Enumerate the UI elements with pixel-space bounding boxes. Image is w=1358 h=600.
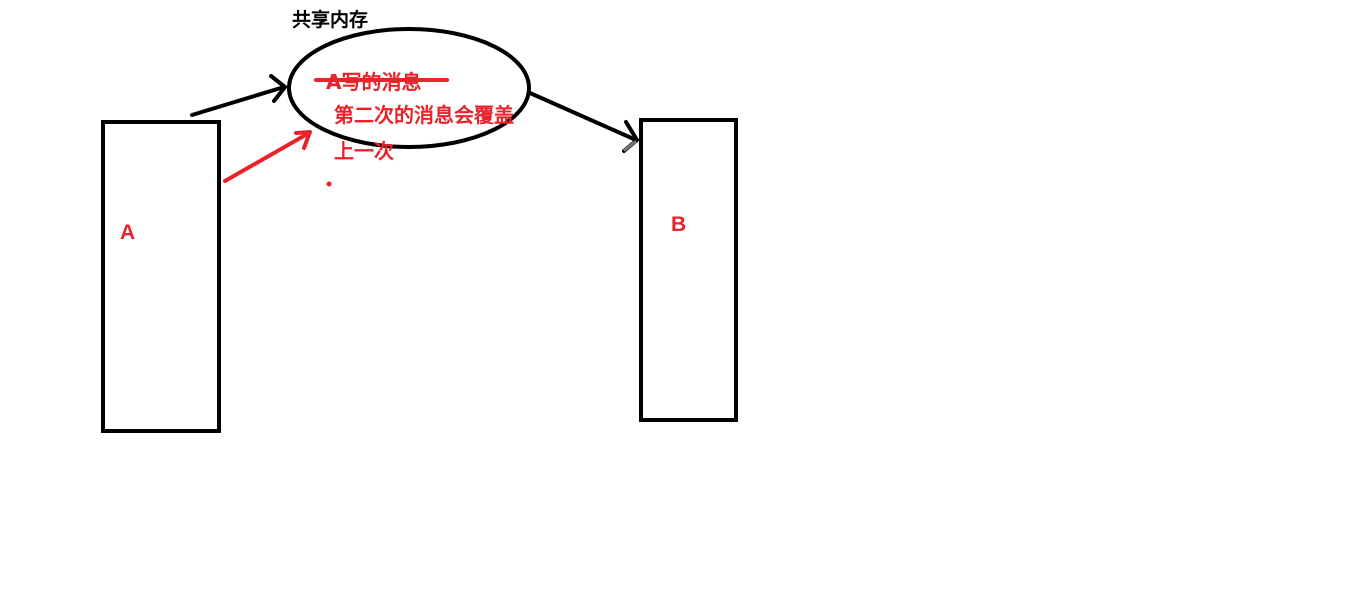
shared-memory-ellipse	[287, 27, 531, 149]
overwrite-note-line-2: 上一次	[334, 139, 394, 163]
red-dot	[326, 181, 332, 187]
arrow-a-to-memory	[190, 74, 287, 117]
overwrite-note-line-1: 第二次的消息会覆盖	[334, 103, 514, 127]
process-b-box	[639, 118, 738, 422]
process-b-label: B	[671, 213, 686, 236]
arrow-a-second-write	[223, 130, 312, 183]
process-a-label: A	[120, 221, 135, 244]
arrow-memory-to-b	[528, 91, 639, 153]
process-a-box	[101, 120, 221, 433]
shared-memory-title: 共享内存	[292, 8, 368, 31]
